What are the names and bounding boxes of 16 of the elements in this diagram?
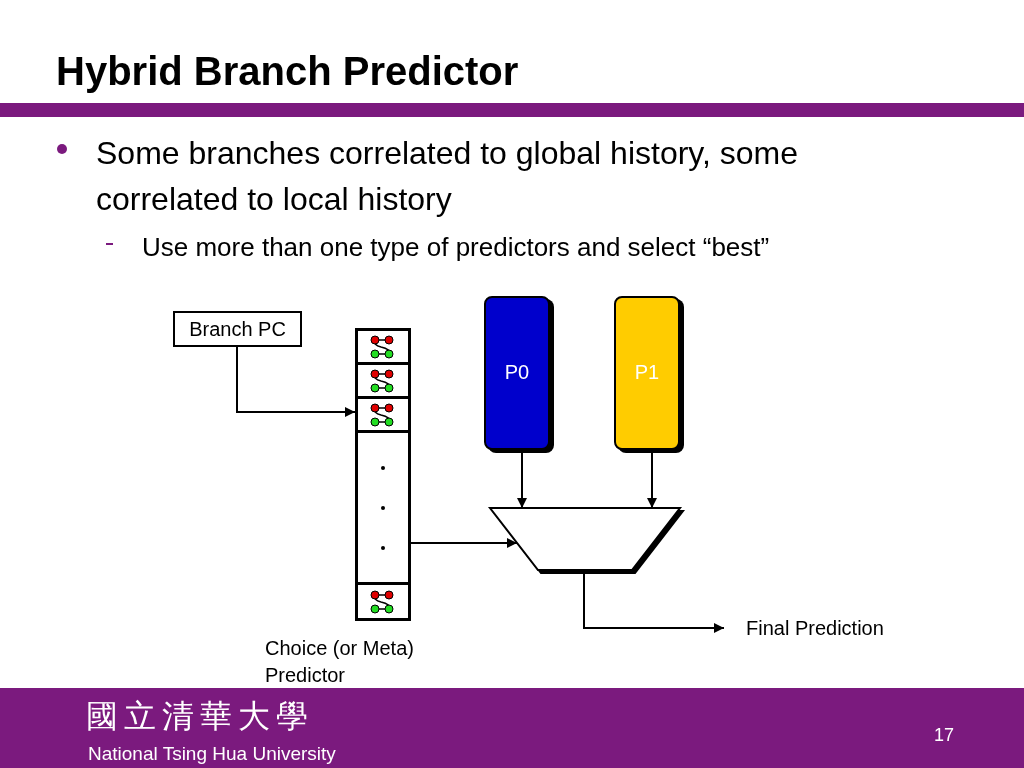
table-column	[355, 328, 411, 621]
node-label: P0	[504, 360, 530, 385]
arrow	[583, 569, 725, 633]
bullet-text: Some branches correlated to global history, some correlated to local history	[96, 134, 799, 219]
slide-title: Hybrid Branch Predictor	[56, 48, 519, 95]
caption-text: Choice (or Meta) Predictor	[265, 636, 415, 688]
node-label: Final Prediction	[746, 615, 884, 641]
page-number: 17	[934, 724, 955, 747]
input-box	[173, 311, 302, 347]
node-label: P1	[634, 360, 660, 385]
node-label: Branch PC	[189, 316, 286, 342]
university-name-chinese: 國立清華大學	[86, 696, 314, 737]
university-name: National Tsing Hua University	[88, 742, 336, 766]
arrow	[236, 346, 356, 417]
sub-bullet-text: Use more than one type of predictors and select “best”	[142, 231, 771, 264]
arrow	[410, 538, 518, 548]
